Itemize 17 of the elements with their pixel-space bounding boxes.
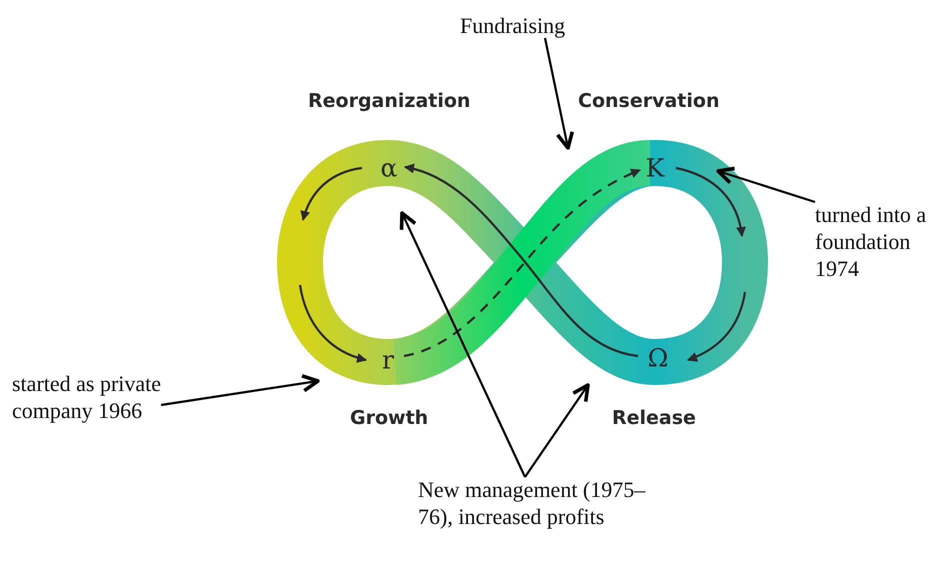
phase-symbol: K <box>646 156 664 180</box>
phase-symbol: α <box>380 156 398 180</box>
leader-line <box>524 383 590 478</box>
phase-symbol: r <box>382 348 394 372</box>
phase-symbol: Ω <box>648 346 668 370</box>
annotation-text: turned into a foundation 1974 <box>815 201 935 282</box>
leader-line <box>716 166 816 204</box>
leader-line <box>544 38 574 150</box>
annotation-text: New management (1975–76), increased profits <box>418 476 653 530</box>
phase-label: Conservation <box>578 90 720 112</box>
phase-label: Growth <box>350 407 428 429</box>
leader-line <box>400 211 526 478</box>
annotation-text: Fundraising <box>460 12 620 39</box>
annotation-text: started as private company 1966 <box>12 370 217 424</box>
phase-label: Release <box>612 407 696 429</box>
phase-label: Reorganization <box>308 90 470 112</box>
leader-line <box>160 374 320 406</box>
